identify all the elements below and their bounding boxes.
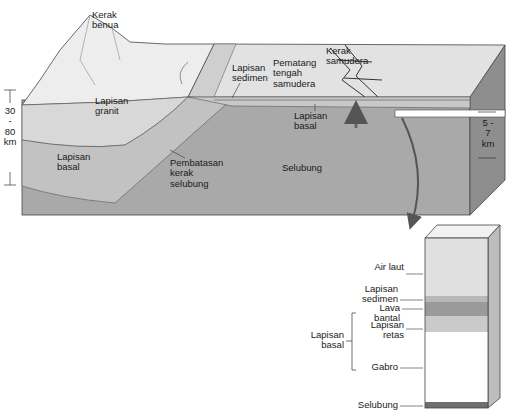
inset-side [488, 225, 500, 408]
inset-top [425, 225, 500, 238]
part-label: 30 - 80 km [2, 106, 18, 148]
dike-layer [425, 316, 488, 332]
part-label: Selubung [348, 400, 398, 410]
part-label: Pematang tengah samudera [273, 58, 331, 89]
inset-outline [425, 238, 488, 408]
part-label: 5 - 7 km [480, 118, 496, 149]
part-label: Pembatasan kerak selubung [170, 158, 226, 189]
sediment-layer [425, 296, 488, 302]
part-label: Air laut [366, 262, 404, 272]
part-label: Lapisan granit [95, 96, 135, 117]
sediment-line [214, 100, 470, 101]
continental-basalt [22, 97, 232, 203]
part-label: Lapisan basal [57, 152, 97, 173]
part-label: Lapisan sedimen [232, 63, 276, 84]
part-label: Lapisan sedimen [352, 284, 398, 305]
bracket [346, 313, 356, 370]
dimension-bracket [478, 112, 496, 158]
leader-line [170, 150, 185, 158]
part-label: Kerak samudera [326, 46, 378, 67]
part-label: Selubung [282, 163, 342, 173]
coast-line [180, 62, 188, 84]
part-label: Gabro [360, 362, 398, 372]
ocean-crust [188, 97, 470, 108]
leader-line [315, 104, 316, 111]
part-label: Lapisan basal [304, 330, 344, 351]
gabbro-layer [425, 332, 488, 402]
upwelling-arrow [355, 112, 358, 128]
water-layer [425, 238, 488, 296]
part-label: Lapisan basal [294, 111, 334, 132]
pillow-lava-layer [425, 302, 488, 316]
mantle-layer [425, 402, 488, 408]
ocean-surface [188, 44, 505, 97]
part-label: Lapisan retas [358, 320, 404, 341]
part-label: Kerak benua [92, 10, 132, 31]
zoom-arrow [402, 118, 418, 222]
slab [395, 110, 505, 117]
leader-line [232, 83, 240, 98]
